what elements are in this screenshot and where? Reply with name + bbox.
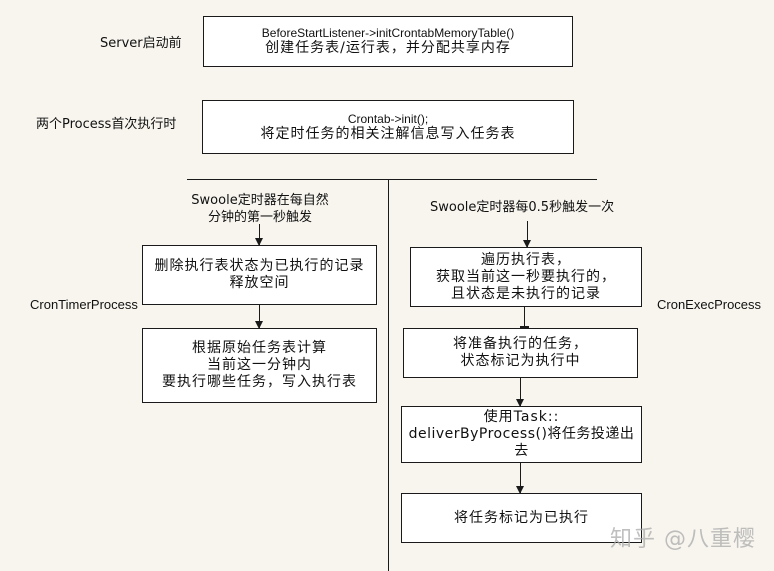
init-memory-table-code: BeforeStartListener->initCrontabMemoryTa… (261, 26, 515, 40)
arrow-exec-trigger-to-step1 (523, 221, 531, 248)
timer-step-cleanup-box: 删除执行表状态为已执行的记录 释放空间 (142, 245, 377, 305)
exec-step-scan-box: 遍历执行表， 获取当前这一秒要执行的， 且状态是未执行的记录 (410, 247, 642, 307)
split-divider-horizontal (187, 179, 597, 180)
crontab-init-code: Crontab->init(); (347, 111, 429, 126)
arrow-timer-trigger-to-step1 (255, 224, 263, 246)
init-memory-table-desc: 创建任务表/运行表，并分配共享内存 (265, 40, 511, 56)
arrow-timer-step1-to-step2 (255, 305, 263, 329)
zhihu-watermark: 知乎 @八重樱 (610, 527, 756, 552)
exec-step-deliver-box: 使用Task:: deliverByProcess()将任务投递出去 (401, 406, 642, 463)
arrow-exec-step3-to-step4 (516, 463, 524, 494)
exec-step-mark-running-box: 将准备执行的任务， 状态标记为执行中 (403, 328, 638, 378)
timer-step-compute-box: 根据原始任务表计算 当前这一分钟内 要执行哪些任务，写入执行表 (142, 328, 377, 403)
server-start-label: Server启动前 (100, 36, 182, 51)
exec-trigger-label: Swoole定时器每0.5秒触发一次 (430, 200, 615, 215)
crontab-init-box: Crontab->init(); 将定时任务的相关注解信息写入任务表 (202, 100, 574, 154)
init-memory-table-box: BeforeStartListener->initCrontabMemoryTa… (203, 16, 573, 67)
cron-timer-process-label: CronTimerProcess (30, 297, 138, 312)
arrow-exec-step2-to-step3 (516, 378, 524, 407)
crontab-init-desc: 将定时任务的相关注解信息写入任务表 (260, 125, 516, 142)
split-divider-vertical (388, 179, 389, 571)
exec-step-mark-done-box: 将任务标记为已执行 (401, 493, 642, 543)
arrow-exec-step1-to-step2 (520, 307, 529, 328)
cron-exec-process-label: CronExecProcess (657, 297, 762, 312)
process-init-label: 两个Process首次执行时 (36, 117, 177, 132)
timer-trigger-label: Swoole定时器在每自然 分钟的第一秒触发 (191, 193, 329, 225)
